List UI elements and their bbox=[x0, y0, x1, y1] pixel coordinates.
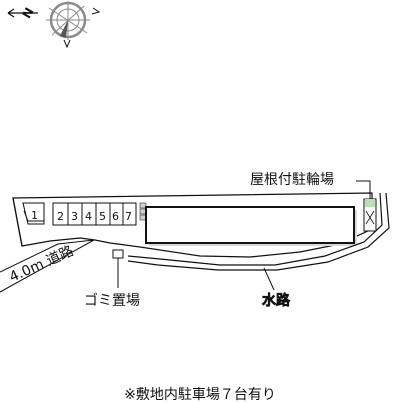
parking-space-label: 3 bbox=[71, 210, 78, 223]
parking-row: 2 3 4 5 6 7 bbox=[52, 202, 137, 226]
parking-space-label: 6 bbox=[112, 210, 119, 223]
entrance-edge bbox=[12, 197, 23, 247]
parking-space-label: 1 bbox=[31, 209, 38, 222]
waterway-label: 水路 bbox=[262, 293, 290, 309]
waterway: 水路 bbox=[127, 192, 390, 310]
road: 4.0m 道路 bbox=[0, 239, 95, 293]
parking-space-label: 5 bbox=[99, 210, 106, 223]
parking-space-label: 4 bbox=[85, 210, 92, 223]
road-label: 4.0m 道路 bbox=[7, 243, 76, 285]
building bbox=[145, 206, 357, 246]
bike-parking-label: 屋根付駐輪場 bbox=[250, 171, 334, 188]
parking-space-label: 2 bbox=[57, 210, 64, 223]
parking-note: ※敷地内駐車場７台有り bbox=[124, 387, 276, 403]
garbage-label: ゴミ置場 bbox=[84, 292, 140, 309]
compass-rose-icon: N bbox=[7, 1, 101, 49]
bike-parking: 屋根付駐輪場 bbox=[250, 171, 377, 232]
parking-space-label: 7 bbox=[125, 210, 132, 223]
garbage-area: ゴミ置場 bbox=[84, 249, 140, 309]
parking-space-1: 1 bbox=[22, 202, 45, 225]
